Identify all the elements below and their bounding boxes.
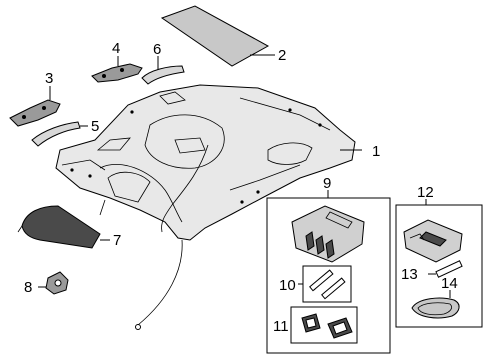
callout-6: 6	[153, 41, 161, 58]
assist-grip-5	[31, 121, 88, 147]
callout-3: 3	[45, 70, 53, 87]
assist-grip-6	[141, 56, 185, 85]
bracket-part-3	[9, 86, 61, 127]
callout-13: 13	[401, 266, 418, 283]
callout-12: 12	[417, 184, 434, 201]
callout-11: 11	[273, 318, 289, 335]
callout-4: 4	[112, 40, 120, 57]
callout-9: 9	[323, 175, 331, 192]
callout-14: 14	[441, 275, 458, 292]
visor-holder-8	[38, 271, 69, 295]
callout-5: 5	[91, 118, 99, 135]
callout-8: 8	[24, 279, 32, 296]
callout-1: 1	[372, 143, 380, 160]
insulation-pad	[160, 5, 275, 67]
callout-7: 7	[113, 232, 121, 249]
bracket-part-4	[91, 56, 143, 83]
callout-2: 2	[278, 47, 286, 64]
headliner	[55, 84, 362, 330]
overhead-console-group-9	[266, 190, 391, 354]
sunvisor-7	[17, 205, 110, 249]
room-lamp-group-12	[395, 199, 483, 328]
callout-10: 10	[279, 277, 296, 294]
